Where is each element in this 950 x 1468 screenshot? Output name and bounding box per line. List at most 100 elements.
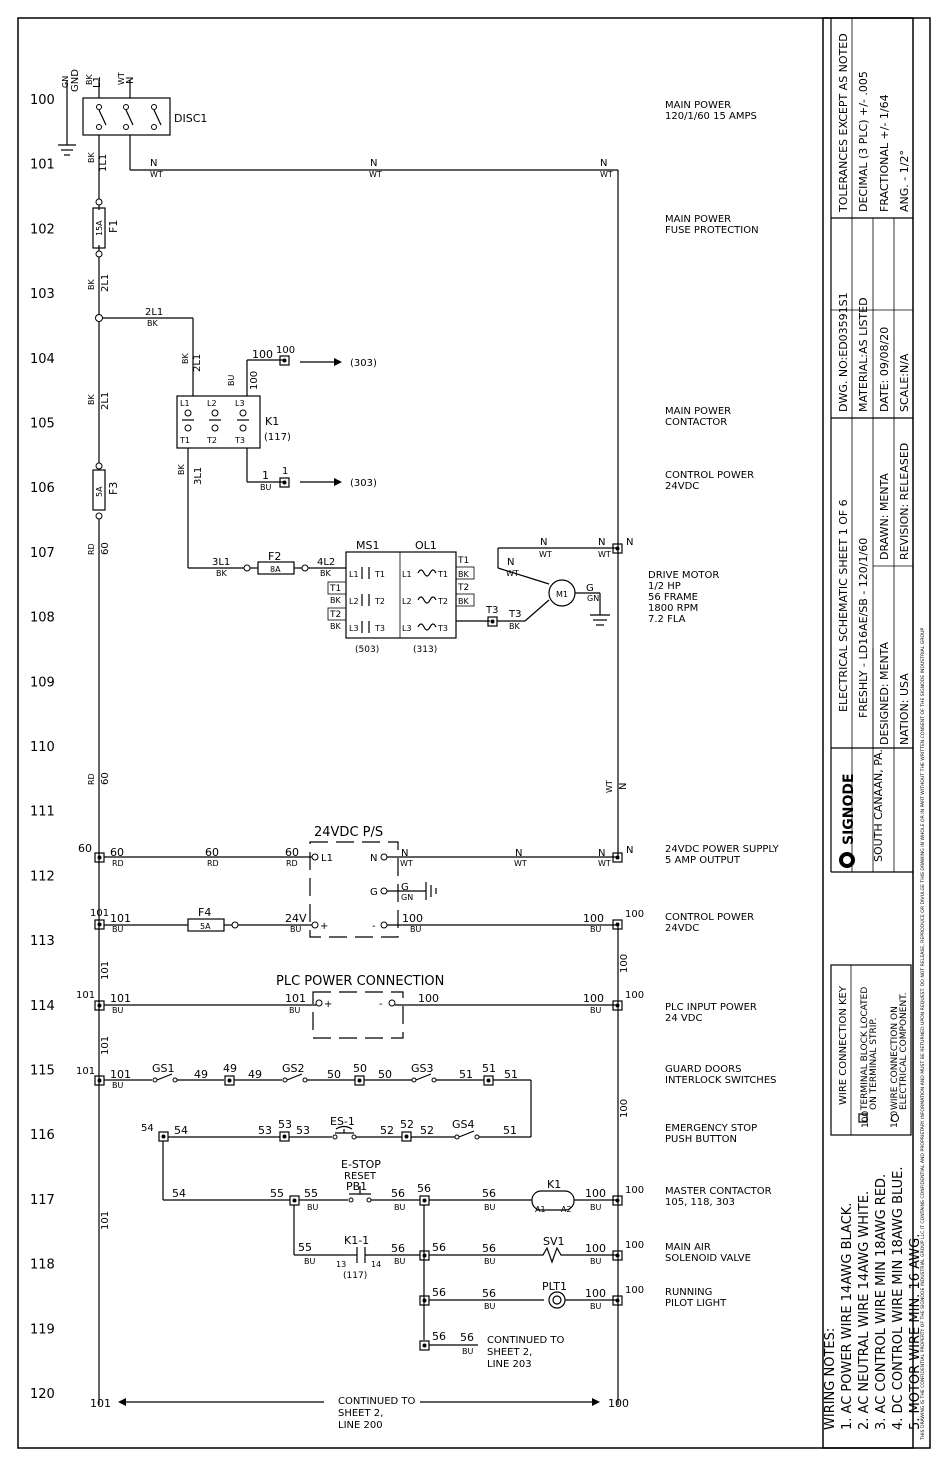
line-number: 105 [30,417,55,432]
svg-text:56: 56 [432,1241,446,1254]
svg-text:100: 100 [585,1287,606,1300]
svg-text:T1: T1 [179,436,190,445]
svg-text:T3: T3 [485,605,498,616]
line-description: MAIN AIR [665,1242,711,1253]
svg-text:1: 1 [282,466,288,477]
svg-text:50: 50 [327,1068,341,1081]
svg-text:N: N [626,537,633,548]
svg-text:BU: BU [394,1203,405,1212]
svg-text:BU: BU [227,375,236,386]
svg-text:RESET: RESET [344,1171,377,1182]
svg-text:F2: F2 [268,550,281,563]
svg-text:100: 100 [625,1285,644,1296]
svg-text:BU: BU [394,1257,405,1266]
svg-text:GN: GN [401,893,413,902]
svg-text:101: 101 [110,912,131,925]
svg-text:WT: WT [506,569,519,578]
svg-text:49: 49 [248,1068,262,1081]
line-number: 115 [30,1064,55,1079]
line-number: 114 [30,999,55,1014]
svg-text:SHEET 2,: SHEET 2, [338,1408,383,1419]
svg-text:BK: BK [458,570,469,579]
svg-text:1. AC POWER WIRE 14AWG BLACK.: 1. AC POWER WIRE 14AWG BLACK. [840,1203,855,1430]
svg-text:L2: L2 [402,597,412,606]
svg-text:56: 56 [482,1242,496,1255]
svg-text:101: 101 [100,1211,111,1230]
svg-text:BU: BU [289,1006,300,1015]
svg-text:BK: BK [330,596,341,605]
svg-text:K1-1: K1-1 [344,1234,369,1247]
svg-text:BK: BK [177,464,186,475]
svg-text:N: N [540,537,547,548]
svg-text:WT: WT [150,170,163,179]
svg-text:G: G [586,583,594,594]
svg-text:4L2: 4L2 [317,557,335,568]
emergency-stop-circuit: 54 54 53 53 53 ES-1 52 52 52 GS4 51 54 1… [100,1115,531,1230]
svg-text:PLT1: PLT1 [542,1280,567,1293]
svg-text:101: 101 [100,961,111,980]
line-description: 1800 RPM [648,603,698,614]
svg-text:L1: L1 [92,76,103,88]
title-block: TOLERANCES EXCEPT AS NOTED DECIMAL (3 PL… [830,18,926,1441]
svg-text:PLC POWER CONNECTION: PLC POWER CONNECTION [276,974,444,989]
svg-text:T3: T3 [374,624,385,633]
svg-text:100: 100 [619,954,630,973]
svg-text:(313): (313) [413,645,437,655]
svg-text:WIRING NOTES:: WIRING NOTES: [823,1328,838,1430]
svg-text:100: 100 [249,371,260,390]
svg-text:BU: BU [484,1302,495,1311]
svg-text:RD: RD [87,773,96,785]
svg-text:100: 100 [861,1111,871,1128]
svg-text:RD: RD [112,859,124,868]
svg-text:L3: L3 [402,624,412,633]
svg-text:WT: WT [598,859,611,868]
svg-text:BK: BK [458,597,469,606]
line-description: EMERGENCY STOP [665,1123,757,1134]
svg-text:BU: BU [112,1081,123,1090]
svg-text:101: 101 [110,1068,131,1081]
svg-text:60: 60 [285,846,299,859]
svg-text:L3: L3 [349,624,359,633]
svg-text:T2: T2 [457,583,469,593]
line-description: 120/1/60 15 AMPS [665,111,757,122]
svg-text:101: 101 [90,1397,111,1410]
svg-text:101: 101 [285,992,306,1005]
svg-text:53: 53 [296,1124,310,1137]
svg-text:GS4: GS4 [452,1118,475,1131]
svg-text:BU: BU [590,925,601,934]
svg-text:L3: L3 [235,399,245,408]
svg-text:BU: BU [590,1203,601,1212]
svg-text:L1: L1 [180,399,190,408]
svg-text:T1: T1 [437,570,448,579]
svg-text:T2: T2 [374,597,385,606]
disconnect-area: GND GN L1 BK N WT DISC1 1L1 BK N WT N WT… [58,69,613,179]
svg-text:BK: BK [147,319,158,328]
svg-text:OL1: OL1 [415,539,437,552]
svg-text:52: 52 [400,1118,414,1131]
svg-text:N: N [150,158,157,169]
svg-text:WT: WT [605,780,614,793]
svg-text:100: 100 [585,1242,606,1255]
pilot-lamp [548,1291,566,1309]
line-number: 104 [30,352,55,367]
svg-text:L1: L1 [349,570,359,579]
svg-text:100: 100 [252,348,273,361]
svg-text:100: 100 [625,1185,644,1196]
svg-text:BU: BU [590,1257,601,1266]
line-number: 108 [30,611,55,626]
svg-text:F3: F3 [107,482,120,495]
svg-text:N: N [598,848,605,859]
svg-text:WT: WT [598,550,611,559]
svg-text:51: 51 [459,1068,473,1081]
svg-text:N: N [626,845,633,856]
svg-text:+: + [324,999,332,1010]
svg-text:100: 100 [608,1397,629,1410]
svg-text:53: 53 [278,1118,292,1131]
line-description: 24VDC POWER SUPPLY [665,844,780,855]
line-description: INTERLOCK SWITCHES [665,1075,776,1086]
svg-text:55: 55 [304,1187,318,1200]
line-number: 112 [30,869,55,884]
svg-text:BU: BU [260,483,271,492]
svg-text:2L1: 2L1 [100,392,111,410]
svg-text:3. AC CONTROL WIRE MIN 18AWG R: 3. AC CONTROL WIRE MIN 18AWG RED. [874,1174,889,1430]
